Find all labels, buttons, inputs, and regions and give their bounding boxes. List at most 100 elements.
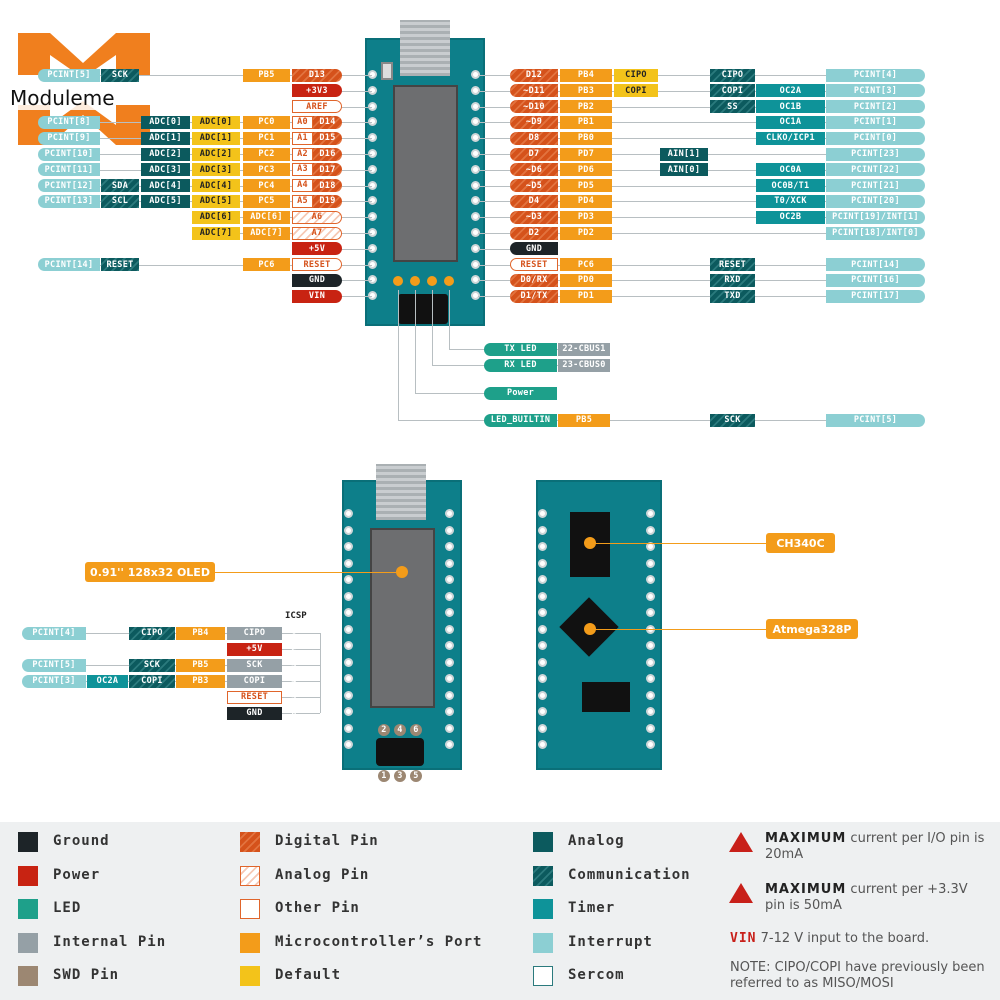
default-label: CIPO bbox=[614, 68, 658, 82]
ch340-callout: CH340C bbox=[766, 533, 835, 553]
header-pin bbox=[538, 723, 547, 733]
header-pin bbox=[368, 117, 377, 127]
digital-pin-label: D16 bbox=[319, 149, 336, 159]
header-pin bbox=[344, 608, 353, 617]
header-pin bbox=[344, 525, 353, 535]
port-label: PD6 bbox=[560, 163, 612, 177]
comm-label: RXD bbox=[710, 273, 755, 287]
connector-line bbox=[484, 420, 915, 421]
header-pin bbox=[368, 291, 377, 301]
pin-label: D8 bbox=[510, 131, 558, 145]
header-pin bbox=[538, 707, 547, 716]
legend-label: Digital Pin bbox=[275, 833, 379, 849]
comm-label: COPI bbox=[129, 674, 175, 688]
comm-label: COPI bbox=[710, 84, 755, 98]
digital-pin-label: D15 bbox=[319, 133, 336, 144]
header-pin bbox=[445, 657, 454, 667]
pin-label: RX LED bbox=[484, 358, 557, 372]
port-label: PB4 bbox=[560, 68, 612, 82]
pin-label: D0/RX bbox=[510, 273, 558, 287]
usb-connector-2 bbox=[376, 464, 426, 520]
header-pin bbox=[471, 212, 480, 222]
pin-label: RESET bbox=[510, 258, 558, 272]
header-pin bbox=[344, 723, 353, 733]
header-pin bbox=[538, 674, 547, 683]
lead-line bbox=[398, 290, 399, 420]
comm-label: SCK bbox=[101, 68, 139, 82]
num-label: 1 bbox=[291, 628, 297, 638]
pin-label-6: A3 D17 bbox=[292, 163, 342, 177]
comm-label: SS bbox=[710, 100, 755, 114]
timer-swatch bbox=[533, 899, 553, 919]
header-pin bbox=[538, 657, 547, 667]
pin-label: GND bbox=[292, 273, 342, 287]
port-label: PC6 bbox=[560, 258, 612, 272]
pin-label: ~D6 bbox=[510, 163, 558, 177]
timer-label: OC0B/T1 bbox=[756, 179, 825, 193]
pin-label: AREF bbox=[292, 100, 342, 114]
header-pin bbox=[646, 707, 655, 716]
comm-label: CIPO bbox=[129, 626, 175, 640]
pcint-label: PCINT[17] bbox=[826, 289, 925, 303]
digital-pin-label: D17 bbox=[319, 164, 336, 175]
header-pin bbox=[445, 509, 454, 518]
lead-line bbox=[415, 290, 416, 393]
oled-display bbox=[393, 85, 458, 262]
pin-label-5: A2 D16 bbox=[292, 147, 342, 161]
header-pin bbox=[344, 509, 353, 518]
analog-pin-label: A3 bbox=[292, 163, 313, 177]
timer-label: OC2A bbox=[756, 84, 825, 98]
analogpin-swatch bbox=[240, 865, 260, 886]
header-pin bbox=[445, 641, 454, 650]
header-pin bbox=[445, 723, 454, 733]
header-pin bbox=[344, 591, 353, 601]
header-pin bbox=[368, 70, 377, 79]
header-pin bbox=[538, 624, 547, 634]
pin-label: A7 bbox=[292, 226, 342, 240]
port-label: PC1 bbox=[243, 131, 290, 145]
legend-label: Analog bbox=[568, 833, 625, 849]
header-pin bbox=[368, 243, 377, 253]
pcint-label: PCINT[4] bbox=[826, 68, 925, 82]
port-label: PB5 bbox=[176, 658, 225, 672]
num-label: 5 bbox=[291, 692, 297, 702]
atmega-marker bbox=[584, 623, 596, 635]
legend-label: Interrupt bbox=[568, 933, 653, 950]
vin-text: 7-12 V input to the board. bbox=[756, 931, 930, 946]
timer-label: T0/XCK bbox=[756, 194, 825, 208]
analog-label: ADC[5] bbox=[141, 194, 190, 208]
connector-line bbox=[478, 122, 915, 124]
pcint-label: PCINT[5] bbox=[826, 413, 925, 427]
sercom-swatch bbox=[533, 966, 553, 986]
legend-label: SWD Pin bbox=[53, 967, 120, 983]
max1-bold: MAXIMUM bbox=[765, 831, 847, 846]
icsp-title: ICSP bbox=[285, 611, 307, 621]
icsp-pin-number: 4 bbox=[394, 723, 406, 736]
header-pin bbox=[445, 690, 454, 700]
header-pin bbox=[646, 509, 655, 518]
comm-label: RESET bbox=[710, 258, 755, 272]
pcint-label: PCINT[10] bbox=[38, 147, 100, 161]
port-label: PD5 bbox=[560, 179, 612, 193]
header-pin bbox=[445, 558, 454, 568]
analog-label: ADC[1] bbox=[141, 131, 190, 145]
pcint-label: PCINT[14] bbox=[826, 258, 925, 272]
oled-display-2 bbox=[370, 528, 435, 708]
pin-label: GND bbox=[510, 242, 558, 256]
analog-pin-label: A2 bbox=[292, 147, 313, 161]
pin-label: ~D3 bbox=[510, 210, 558, 224]
legend-label: Other Pin bbox=[275, 900, 360, 916]
default-label: ADC[0] bbox=[192, 115, 240, 129]
header-pin bbox=[344, 740, 353, 749]
header-pin bbox=[445, 525, 454, 535]
header-pin bbox=[538, 591, 547, 601]
default-label: ADC[4] bbox=[192, 179, 240, 193]
port-label: PD2 bbox=[560, 226, 612, 240]
pin-label: ~D11 bbox=[510, 84, 558, 98]
led-swatch bbox=[18, 899, 38, 919]
header-pin bbox=[538, 525, 547, 535]
legend-label: Sercom bbox=[568, 967, 625, 983]
max2-text: current per +3.3V pin is 50mA bbox=[765, 882, 968, 913]
legend-label: Internal Pin bbox=[53, 933, 167, 950]
other-swatch bbox=[240, 899, 260, 919]
